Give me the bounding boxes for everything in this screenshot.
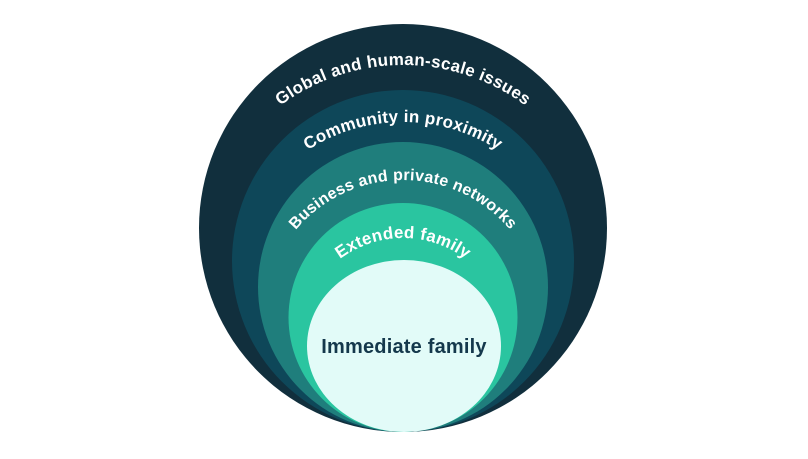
label-immediate-family: Immediate family — [321, 336, 487, 358]
circle-immediate-family — [307, 260, 501, 432]
